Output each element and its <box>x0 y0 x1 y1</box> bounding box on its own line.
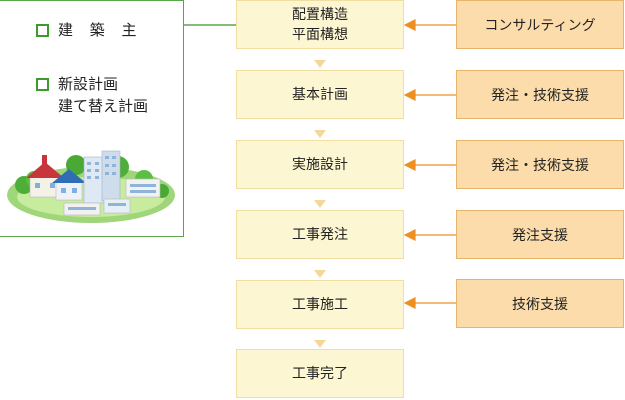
owner-title: 建 築 主 <box>58 21 143 39</box>
step-construction-order: 工事発注 <box>236 210 404 259</box>
flow-down-arrows <box>314 60 326 348</box>
step-layout-concept: 配置構造平面構想 <box>236 0 404 49</box>
town-buildings-illustration <box>7 150 175 223</box>
owner-plan-text: 新設計画 建て替え計画 <box>58 73 148 117</box>
step-label: 配置構造平面構想 <box>292 6 348 43</box>
down-arrow-icon <box>314 270 326 278</box>
down-arrow-icon <box>314 130 326 138</box>
down-arrow-icon <box>314 200 326 208</box>
left-arrow-icon <box>403 297 416 309</box>
support-order-tech-2: 発注・技術支援 <box>456 140 624 189</box>
owner-plan-line2: 建て替え計画 <box>58 97 149 115</box>
support-label: 発注・技術支援 <box>491 87 589 104</box>
support-label: 発注支援 <box>512 227 568 244</box>
support-technical: 技術支援 <box>456 279 624 328</box>
support-consulting: コンサルティング <box>456 0 624 49</box>
left-arrow-icon <box>403 19 416 31</box>
step-construction: 工事施工 <box>236 280 404 329</box>
left-arrow-icon <box>403 229 416 241</box>
step-label: 工事施工 <box>292 296 348 313</box>
green-square-bullet-icon <box>36 78 49 91</box>
down-arrow-icon <box>314 60 326 68</box>
step-label: 工事発注 <box>292 226 348 243</box>
left-arrow-icon <box>403 159 416 171</box>
support-order-tech-1: 発注・技術支援 <box>456 70 624 119</box>
support-label: コンサルティング <box>484 17 596 34</box>
step-label: 工事完了 <box>292 365 348 382</box>
support-order: 発注支援 <box>456 210 624 259</box>
step-basic-plan: 基本計画 <box>236 70 404 119</box>
support-label: 技術支援 <box>512 296 568 313</box>
owner-panel: 建 築 主 新設計画 建て替え計画 <box>0 0 184 237</box>
step-label: 実施設計 <box>292 156 348 173</box>
green-square-bullet-icon <box>36 24 49 37</box>
down-arrow-icon <box>314 340 326 348</box>
support-label: 発注・技術支援 <box>491 157 589 174</box>
step-label: 基本計画 <box>292 86 348 103</box>
left-arrow-icon <box>403 89 416 101</box>
step-completion: 工事完了 <box>236 349 404 398</box>
owner-plan-line1: 新設計画 <box>58 75 119 93</box>
step-detailed-design: 実施設計 <box>236 140 404 189</box>
